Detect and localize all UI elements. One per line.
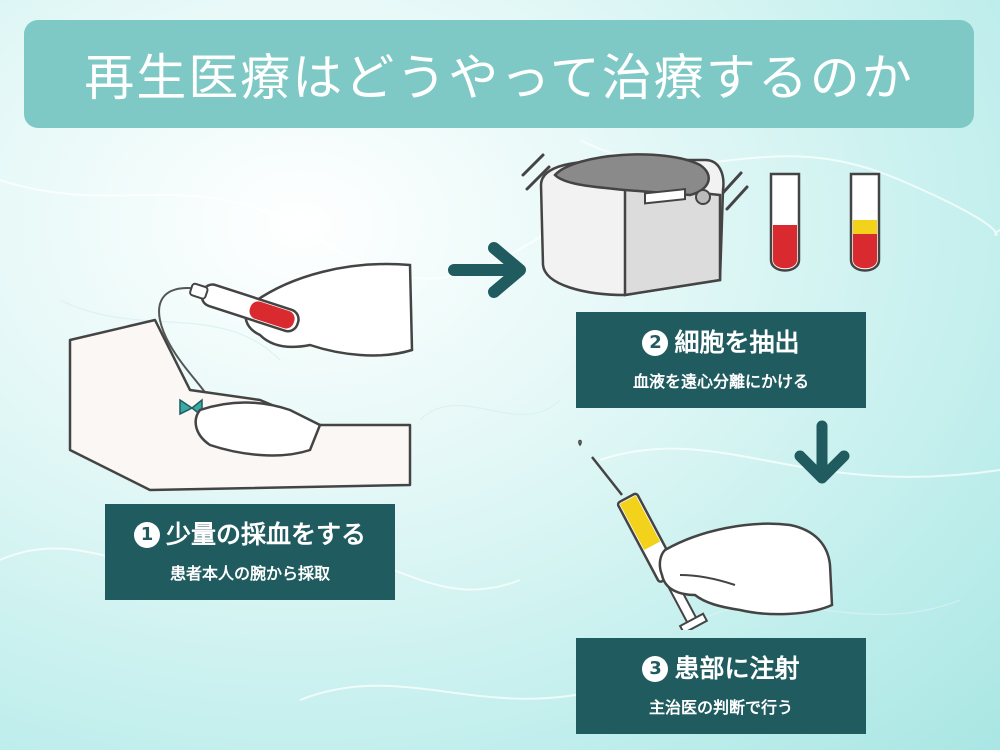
step-1-subtitle: 患者本人の腕から採取 — [169, 564, 330, 583]
step-2-box: 2 細胞を抽出 血液を遠心分離にかける — [576, 312, 866, 408]
page-title: 再生医療はどうやって治療するのか — [84, 49, 914, 107]
arrow-right-icon — [448, 242, 526, 298]
blood-draw-illustration — [68, 262, 414, 492]
step-number-badge: 3 — [642, 656, 669, 682]
step-1-box: 1 少量の採血をする 患者本人の腕から採取 — [105, 504, 395, 600]
step-2-title-text: 細胞を抽出 — [674, 328, 800, 357]
step-2-title: 2 細胞を抽出 — [576, 328, 866, 358]
step-number-badge: 2 — [642, 330, 669, 356]
test-tube-icon — [769, 172, 801, 272]
step-2-subtitle: 血液を遠心分離にかける — [632, 372, 809, 391]
arrow-down-icon — [794, 420, 850, 484]
step-1-title: 1 少量の採血をする — [105, 520, 395, 550]
step-3-title: 3 患部に注射 — [576, 654, 866, 684]
step-1-title-text: 少量の採血をする — [165, 520, 366, 549]
title-banner: 再生医療はどうやって治療するのか — [24, 20, 974, 128]
step-3-subtitle: 主治医の判断で行う — [648, 698, 793, 717]
step-3-title-text: 患部に注射 — [674, 654, 800, 683]
step-number-badge: 1 — [133, 522, 160, 548]
centrifuge-illustration — [521, 153, 749, 297]
syringe-illustration — [578, 439, 834, 630]
step-3-box: 3 患部に注射 主治医の判断で行う — [576, 638, 866, 734]
test-tube-icon — [849, 172, 881, 272]
